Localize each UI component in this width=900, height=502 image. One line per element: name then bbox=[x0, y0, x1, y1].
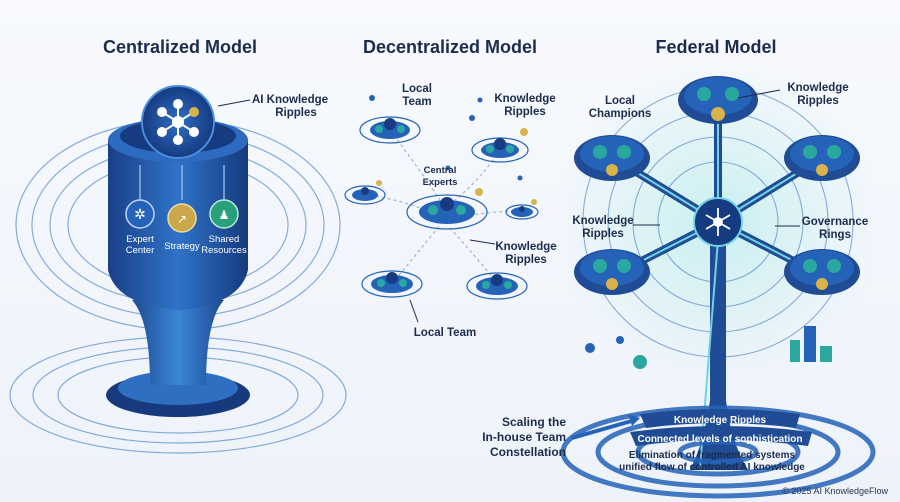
scaling-callout: Scaling the In-house Team Constellation bbox=[482, 414, 640, 459]
band-knowledge-ripples: Knowledge Ripples bbox=[674, 415, 767, 426]
expert-center-icon bbox=[125, 199, 155, 229]
local-team-label-top-1: Local bbox=[402, 83, 432, 95]
champion-pod-upper-right bbox=[784, 135, 860, 181]
shared-resources-label-1: Shared bbox=[209, 234, 240, 245]
scaling-line-1: Scaling the bbox=[502, 415, 566, 429]
band-elimination: Elimination of fragmented systems bbox=[629, 450, 796, 461]
ai-knowledge-ripples-label-2: Ripples bbox=[275, 107, 317, 119]
band-connected-levels: Connected levels of sophistication bbox=[637, 434, 802, 445]
expert-center-label-2: Center bbox=[126, 245, 155, 256]
team-pod bbox=[505, 199, 539, 220]
svg-text:♟: ♟ bbox=[219, 208, 230, 222]
knowledge-ripples-mid-1: Knowledge bbox=[495, 241, 556, 253]
federal-ripples-left-1: Knowledge bbox=[572, 215, 633, 227]
lightbulb-icon bbox=[531, 199, 537, 205]
ai-knowledge-ripples-label-1: AI Knowledge bbox=[252, 94, 328, 106]
team-pod bbox=[344, 180, 386, 205]
local-champions-2: Champions bbox=[589, 108, 652, 120]
decentralized-model: Local Team Knowledge Ripples Central Exp… bbox=[344, 83, 557, 339]
scaling-line-3: Constellation bbox=[490, 445, 566, 459]
federal-ripples-top-1: Knowledge bbox=[787, 82, 848, 94]
lightbulb-icon bbox=[475, 188, 483, 196]
expert-center-label-1: Expert bbox=[126, 234, 154, 245]
local-team-label-top-2: Team bbox=[402, 96, 431, 108]
svg-text:✲: ✲ bbox=[134, 207, 146, 223]
champion-pod-upper-left bbox=[574, 135, 650, 181]
centralized-model: ✲ ↗ ♟ Expert Center Strategy Shared Reso… bbox=[9, 85, 347, 454]
strategy-label: Strategy bbox=[164, 241, 200, 252]
local-team-label-bottom: Local Team bbox=[414, 327, 476, 339]
team-pod bbox=[471, 128, 529, 163]
federal-title: Federal Model bbox=[655, 37, 776, 57]
team-pod bbox=[466, 272, 528, 300]
champion-pod-lower-right bbox=[784, 249, 860, 295]
svg-text:↗: ↗ bbox=[177, 212, 187, 226]
federal-ripples-left-2: Ripples bbox=[582, 228, 624, 240]
local-champions-1: Local bbox=[605, 95, 635, 107]
team-pod bbox=[359, 116, 421, 144]
shared-resources-icon bbox=[209, 199, 239, 229]
federal-ripples-top-2: Ripples bbox=[797, 95, 839, 107]
governance-rings-1: Governance bbox=[802, 216, 868, 228]
ripple-bands: Knowledge Ripples Connected levels of so… bbox=[619, 409, 812, 473]
knowledge-ripples-top-2: Ripples bbox=[504, 106, 546, 118]
central-experts-label-1: Central bbox=[424, 165, 457, 176]
scaling-line-2: In-house Team bbox=[482, 430, 566, 444]
centralized-title: Centralized Model bbox=[103, 37, 257, 57]
champion-pod-top bbox=[678, 76, 758, 124]
network-icon bbox=[157, 99, 199, 145]
federal-model: Knowledge Ripples Connected levels of so… bbox=[558, 62, 878, 499]
champion-pod-lower-left bbox=[574, 249, 650, 295]
decentralized-title: Decentralized Model bbox=[363, 37, 537, 57]
shared-resources-label-2: Resources bbox=[201, 245, 247, 256]
copyright: © 2025 AI KnowledgeFlow bbox=[782, 486, 888, 496]
knowledge-ripples-top-1: Knowledge bbox=[494, 93, 555, 105]
federal-stem bbox=[690, 240, 748, 470]
knowledge-ripples-mid-2: Ripples bbox=[505, 254, 547, 266]
central-experts-label-2: Experts bbox=[423, 177, 458, 188]
lightbulb-icon bbox=[376, 180, 382, 186]
strategy-icon bbox=[167, 203, 197, 233]
team-pod bbox=[361, 270, 423, 298]
governance-rings-2: Rings bbox=[819, 229, 851, 241]
scaling-arrow bbox=[571, 418, 636, 440]
band-unified-flow: unified flow of controlled AI knowledge bbox=[619, 462, 805, 473]
pillar-stem bbox=[132, 300, 224, 385]
data-blocks bbox=[585, 326, 832, 369]
central-experts-pod bbox=[406, 188, 488, 230]
lightbulb-icon bbox=[520, 128, 528, 136]
